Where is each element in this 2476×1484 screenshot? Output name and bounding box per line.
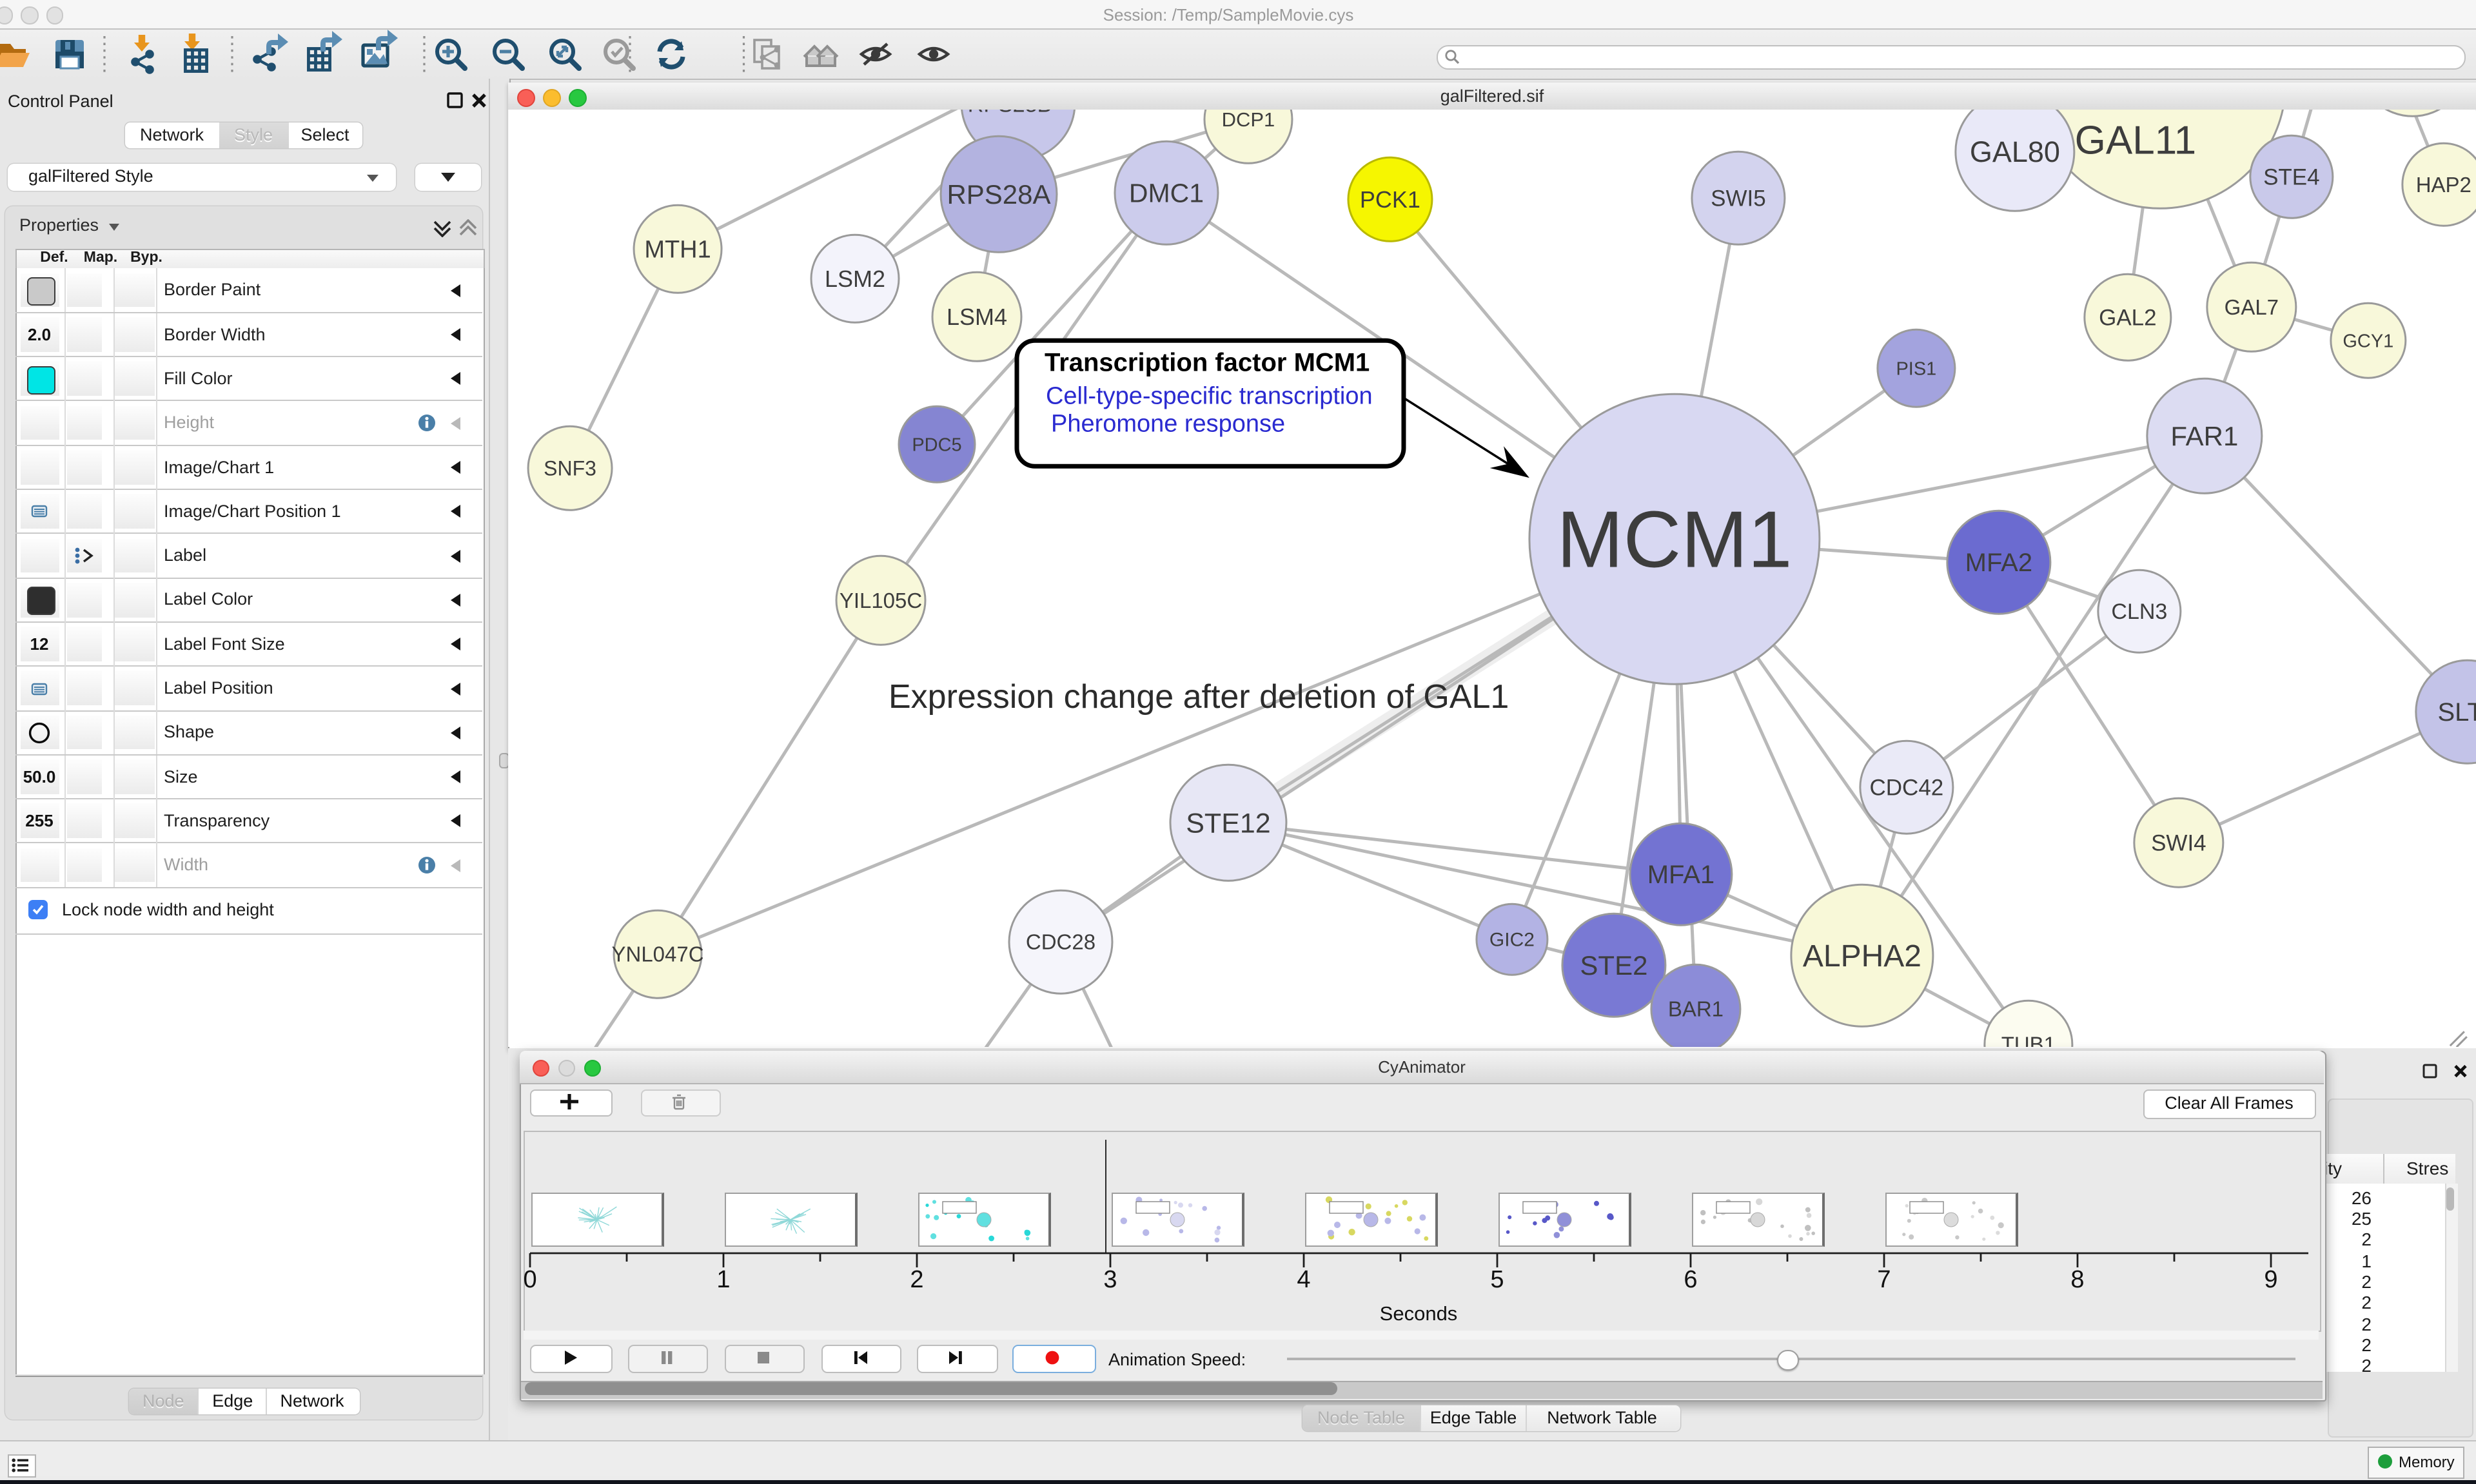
svg-text:GCY1: GCY1 (2343, 331, 2394, 351)
svg-text:8: 8 (2070, 1266, 2084, 1293)
svg-text:MTH1: MTH1 (645, 236, 711, 263)
svg-text:SWI5: SWI5 (1711, 186, 1767, 211)
svg-text:STE12: STE12 (1186, 808, 1271, 839)
svg-text:SLT2: SLT2 (2438, 698, 2476, 727)
svg-text:RPS28A: RPS28A (947, 179, 1051, 210)
svg-text:3: 3 (1103, 1266, 1117, 1293)
svg-text:STE2: STE2 (1580, 950, 1648, 981)
svg-text:Expression change after deleti: Expression change after deletion of GAL1 (889, 678, 1509, 716)
svg-text:BAR1: BAR1 (1669, 997, 1724, 1020)
svg-text:CDC42: CDC42 (1870, 775, 1944, 800)
svg-text:ALPHA2: ALPHA2 (1803, 939, 1922, 973)
svg-text:LSM2: LSM2 (825, 266, 886, 292)
svg-text:0: 0 (524, 1266, 537, 1293)
svg-text:CDC28: CDC28 (1027, 930, 1096, 953)
svg-text:Transcription factor MCM1: Transcription factor MCM1 (1045, 348, 1370, 376)
svg-text:Pheromone response: Pheromone response (1052, 410, 1286, 437)
svg-text:CLN3: CLN3 (2112, 600, 2168, 624)
svg-text:DMC1: DMC1 (1130, 178, 1204, 208)
svg-text:9: 9 (2264, 1266, 2277, 1293)
svg-text:GAL11: GAL11 (2075, 118, 2196, 162)
svg-text:7: 7 (1877, 1266, 1891, 1293)
svg-text:1: 1 (716, 1266, 730, 1293)
svg-text:LSM4: LSM4 (947, 304, 1008, 330)
svg-text:DCP1: DCP1 (1222, 110, 1275, 131)
svg-text:RPS28B: RPS28B (968, 110, 1052, 117)
svg-text:SWI4: SWI4 (2152, 830, 2207, 855)
svg-text:4: 4 (1297, 1266, 1310, 1293)
svg-text:GAL80: GAL80 (1970, 135, 2061, 168)
svg-text:MFA2: MFA2 (1965, 549, 2032, 577)
svg-text:YNL047C: YNL047C (612, 942, 704, 966)
svg-text:MCM1: MCM1 (1557, 495, 1793, 584)
svg-text:GIC2: GIC2 (1490, 929, 1535, 950)
svg-text:Seconds: Seconds (1380, 1302, 1458, 1325)
svg-text:STE4: STE4 (2264, 164, 2321, 190)
svg-text:GAL7: GAL7 (2225, 295, 2279, 319)
svg-text:5: 5 (1490, 1266, 1504, 1293)
svg-text:PCK1: PCK1 (1361, 186, 1421, 213)
svg-text:SNF3: SNF3 (544, 456, 597, 480)
svg-text:Cell-type-specific transcripti: Cell-type-specific transcription (1046, 382, 1373, 409)
svg-text:PDC5: PDC5 (912, 434, 962, 455)
svg-text:FAR1: FAR1 (2171, 421, 2239, 451)
svg-text:HAP2: HAP2 (2416, 173, 2471, 197)
svg-text:PIS1: PIS1 (1896, 358, 1937, 379)
svg-text:GAL2: GAL2 (2099, 305, 2157, 330)
svg-text:2: 2 (910, 1266, 923, 1293)
svg-text:6: 6 (1684, 1266, 1697, 1293)
svg-text:YIL105C: YIL105C (840, 588, 923, 612)
svg-text:MFA1: MFA1 (1647, 861, 1715, 889)
svg-text:TUB1: TUB1 (2001, 1032, 2056, 1047)
